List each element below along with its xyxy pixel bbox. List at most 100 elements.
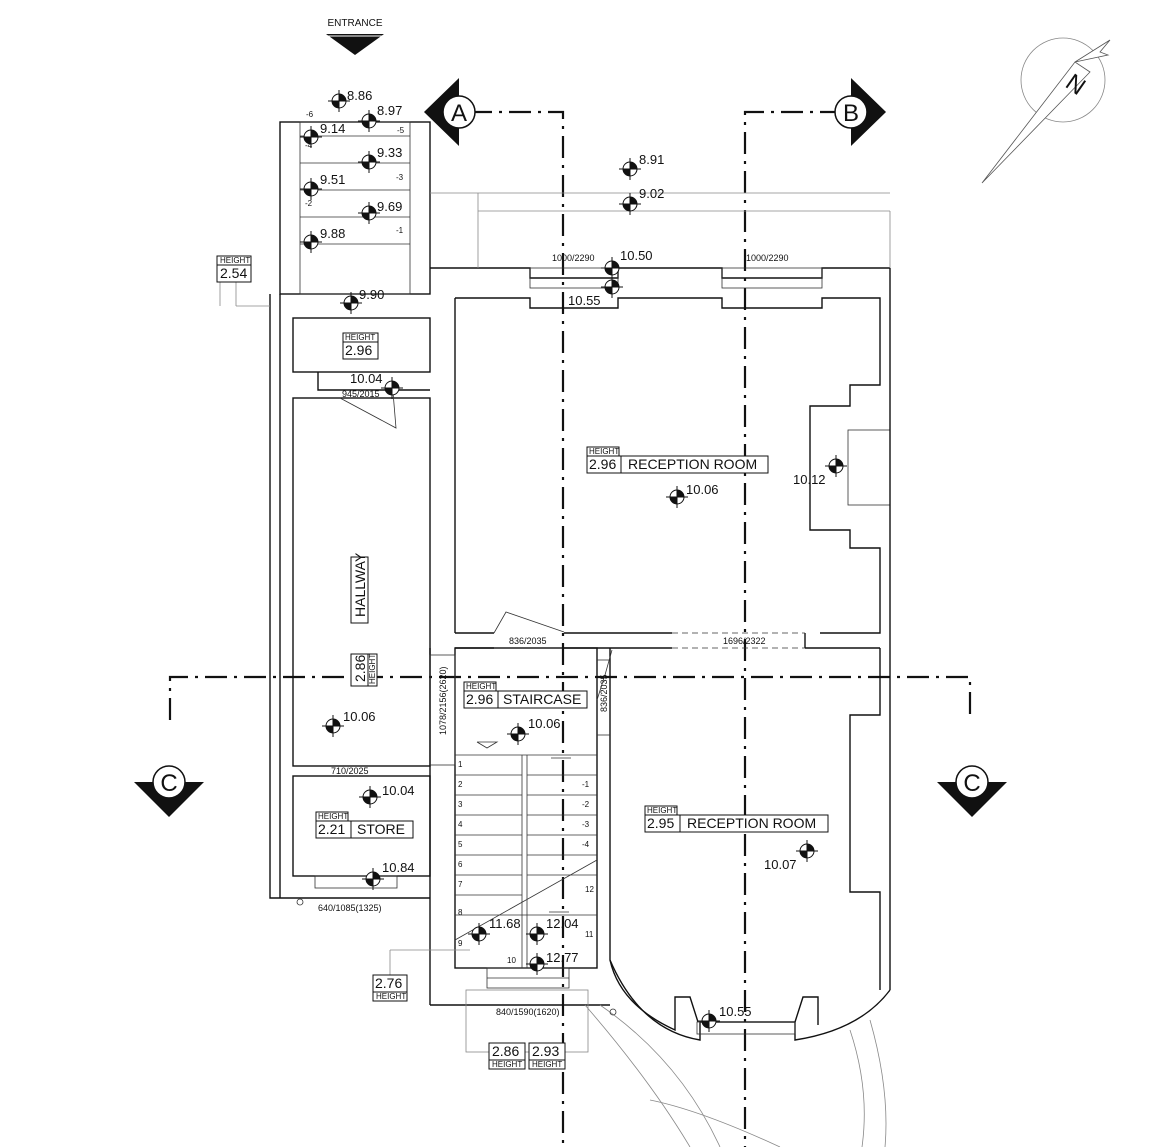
svg-text:10.04: 10.04 <box>350 371 383 386</box>
svg-text:9.69: 9.69 <box>377 199 402 214</box>
room-label-reception-upper: HEIGHT 2.96 RECEPTION ROOM <box>586 446 769 474</box>
svg-text:836/2035: 836/2035 <box>599 674 609 712</box>
entrance-steps: -6 -5 -4 -3 -2 -1 <box>279 110 431 295</box>
svg-text:9.33: 9.33 <box>377 145 402 160</box>
svg-text:2: 2 <box>458 780 463 789</box>
svg-text:10.55: 10.55 <box>568 293 601 308</box>
svg-text:STORE: STORE <box>357 821 405 837</box>
svg-text:A: A <box>451 100 467 127</box>
height-tag-lower-left: 2.76 HEIGHT <box>372 974 408 1002</box>
section-marker-c-right: C <box>937 765 1007 817</box>
svg-text:-4: -4 <box>305 141 313 150</box>
svg-text:HEIGHT: HEIGHT <box>589 447 619 456</box>
section-marker-a: A <box>424 78 476 146</box>
svg-text:2.21: 2.21 <box>318 821 345 837</box>
svg-text:-2: -2 <box>582 800 590 809</box>
svg-text:10.06: 10.06 <box>343 709 376 724</box>
stair-numbers: 1 2 3 4 5 6 7 8 9 10 11 12 -1 -2 -3 -4 <box>458 760 594 965</box>
svg-text:9.02: 9.02 <box>639 186 664 201</box>
svg-text:HEIGHT: HEIGHT <box>492 1060 522 1069</box>
entrance-label: ENTRANCE <box>327 18 382 29</box>
height-tag-bottom-a: 2.86 HEIGHT <box>488 1042 526 1070</box>
svg-text:12.04: 12.04 <box>546 916 579 931</box>
svg-text:6: 6 <box>458 860 463 869</box>
svg-text:7: 7 <box>458 880 463 889</box>
svg-text:HEIGHT: HEIGHT <box>532 1060 562 1069</box>
room-label-staircase: HEIGHT 2.96 STAIRCASE <box>463 681 588 709</box>
section-marker-b: B <box>834 78 886 146</box>
svg-text:8.86: 8.86 <box>347 88 372 103</box>
svg-text:8.91: 8.91 <box>639 152 664 167</box>
svg-text:710/2025: 710/2025 <box>331 766 369 776</box>
svg-text:-3: -3 <box>582 820 590 829</box>
svg-text:8: 8 <box>458 908 463 917</box>
svg-text:HALLWAY: HALLWAY <box>352 552 368 617</box>
svg-text:2.86: 2.86 <box>492 1043 519 1059</box>
svg-text:-1: -1 <box>396 226 404 235</box>
north-arrow-icon: N <box>981 37 1111 184</box>
svg-text:-4: -4 <box>582 840 590 849</box>
svg-text:1000/2290: 1000/2290 <box>552 253 595 263</box>
room-label-store: HEIGHT 2.21 STORE <box>315 811 414 839</box>
svg-text:RECEPTION ROOM: RECEPTION ROOM <box>628 456 757 472</box>
svg-text:C: C <box>963 770 980 797</box>
svg-text:10.06: 10.06 <box>686 482 719 497</box>
svg-text:9.88: 9.88 <box>320 226 345 241</box>
svg-text:640/1085(1325): 640/1085(1325) <box>318 903 382 913</box>
svg-text:9.90: 9.90 <box>359 287 384 302</box>
svg-text:2.54: 2.54 <box>220 265 247 281</box>
room-label-reception-lower: HEIGHT 2.95 RECEPTION ROOM <box>644 805 829 833</box>
svg-text:HEIGHT: HEIGHT <box>220 256 250 265</box>
svg-text:STAIRCASE: STAIRCASE <box>503 691 581 707</box>
svg-text:2.93: 2.93 <box>532 1043 559 1059</box>
svg-text:11: 11 <box>585 930 594 939</box>
svg-text:836/2035: 836/2035 <box>509 636 547 646</box>
svg-text:10.04: 10.04 <box>382 783 415 798</box>
svg-text:C: C <box>160 770 177 797</box>
height-tag-upper-left: HEIGHT 2.54 <box>216 255 252 283</box>
dimension-labels: 1000/2290 1000/2290 945/2015 836/2035 16… <box>318 253 789 1017</box>
walls <box>219 192 891 1147</box>
svg-text:12: 12 <box>585 885 594 894</box>
svg-text:10.12: 10.12 <box>793 472 826 487</box>
svg-text:-3: -3 <box>396 173 404 182</box>
svg-text:11.68: 11.68 <box>489 916 521 931</box>
section-lines <box>168 110 972 1147</box>
svg-text:10.55: 10.55 <box>719 1004 752 1019</box>
svg-text:10.50: 10.50 <box>620 248 653 263</box>
svg-text:9.14: 9.14 <box>320 121 345 136</box>
svg-text:8.97: 8.97 <box>377 103 402 118</box>
svg-text:10: 10 <box>507 956 516 965</box>
svg-text:HEIGHT: HEIGHT <box>376 992 406 1001</box>
height-tag-bottom-b: 2.93 HEIGHT <box>528 1042 566 1070</box>
svg-text:9.51: 9.51 <box>320 172 345 187</box>
svg-text:1078/2156(2620): 1078/2156(2620) <box>438 666 448 735</box>
svg-text:RECEPTION ROOM: RECEPTION ROOM <box>687 815 816 831</box>
svg-text:12.77: 12.77 <box>546 950 579 965</box>
svg-text:3: 3 <box>458 800 463 809</box>
svg-text:2.96: 2.96 <box>466 691 493 707</box>
svg-text:HEIGHT: HEIGHT <box>368 654 377 684</box>
svg-text:10.84: 10.84 <box>382 860 415 875</box>
level-markers: 8.86 8.97 9.14 9.33 9.51 9.69 9.88 9.90 … <box>299 88 848 1033</box>
svg-text:-6: -6 <box>306 110 314 119</box>
svg-text:2.95: 2.95 <box>647 815 674 831</box>
svg-text:HEIGHT: HEIGHT <box>345 333 375 342</box>
entrance-arrow-icon <box>326 34 384 55</box>
room-label-hallway: HALLWAY 2.86 HEIGHT <box>350 552 378 687</box>
svg-text:1000/2290: 1000/2290 <box>746 253 789 263</box>
svg-text:HEIGHT: HEIGHT <box>318 812 348 821</box>
svg-text:10.06: 10.06 <box>528 716 561 731</box>
svg-text:840/1590(1620): 840/1590(1620) <box>496 1007 560 1017</box>
svg-text:2.76: 2.76 <box>375 975 402 991</box>
svg-text:HEIGHT: HEIGHT <box>647 806 677 815</box>
svg-text:4: 4 <box>458 820 463 829</box>
svg-text:1: 1 <box>458 760 463 769</box>
svg-text:945/2015: 945/2015 <box>342 389 380 399</box>
svg-text:-5: -5 <box>397 126 405 135</box>
room-label-porch: HEIGHT 2.96 <box>342 332 379 360</box>
svg-text:-1: -1 <box>582 780 590 789</box>
svg-text:1696/2322: 1696/2322 <box>723 636 766 646</box>
svg-text:-2: -2 <box>305 199 313 208</box>
